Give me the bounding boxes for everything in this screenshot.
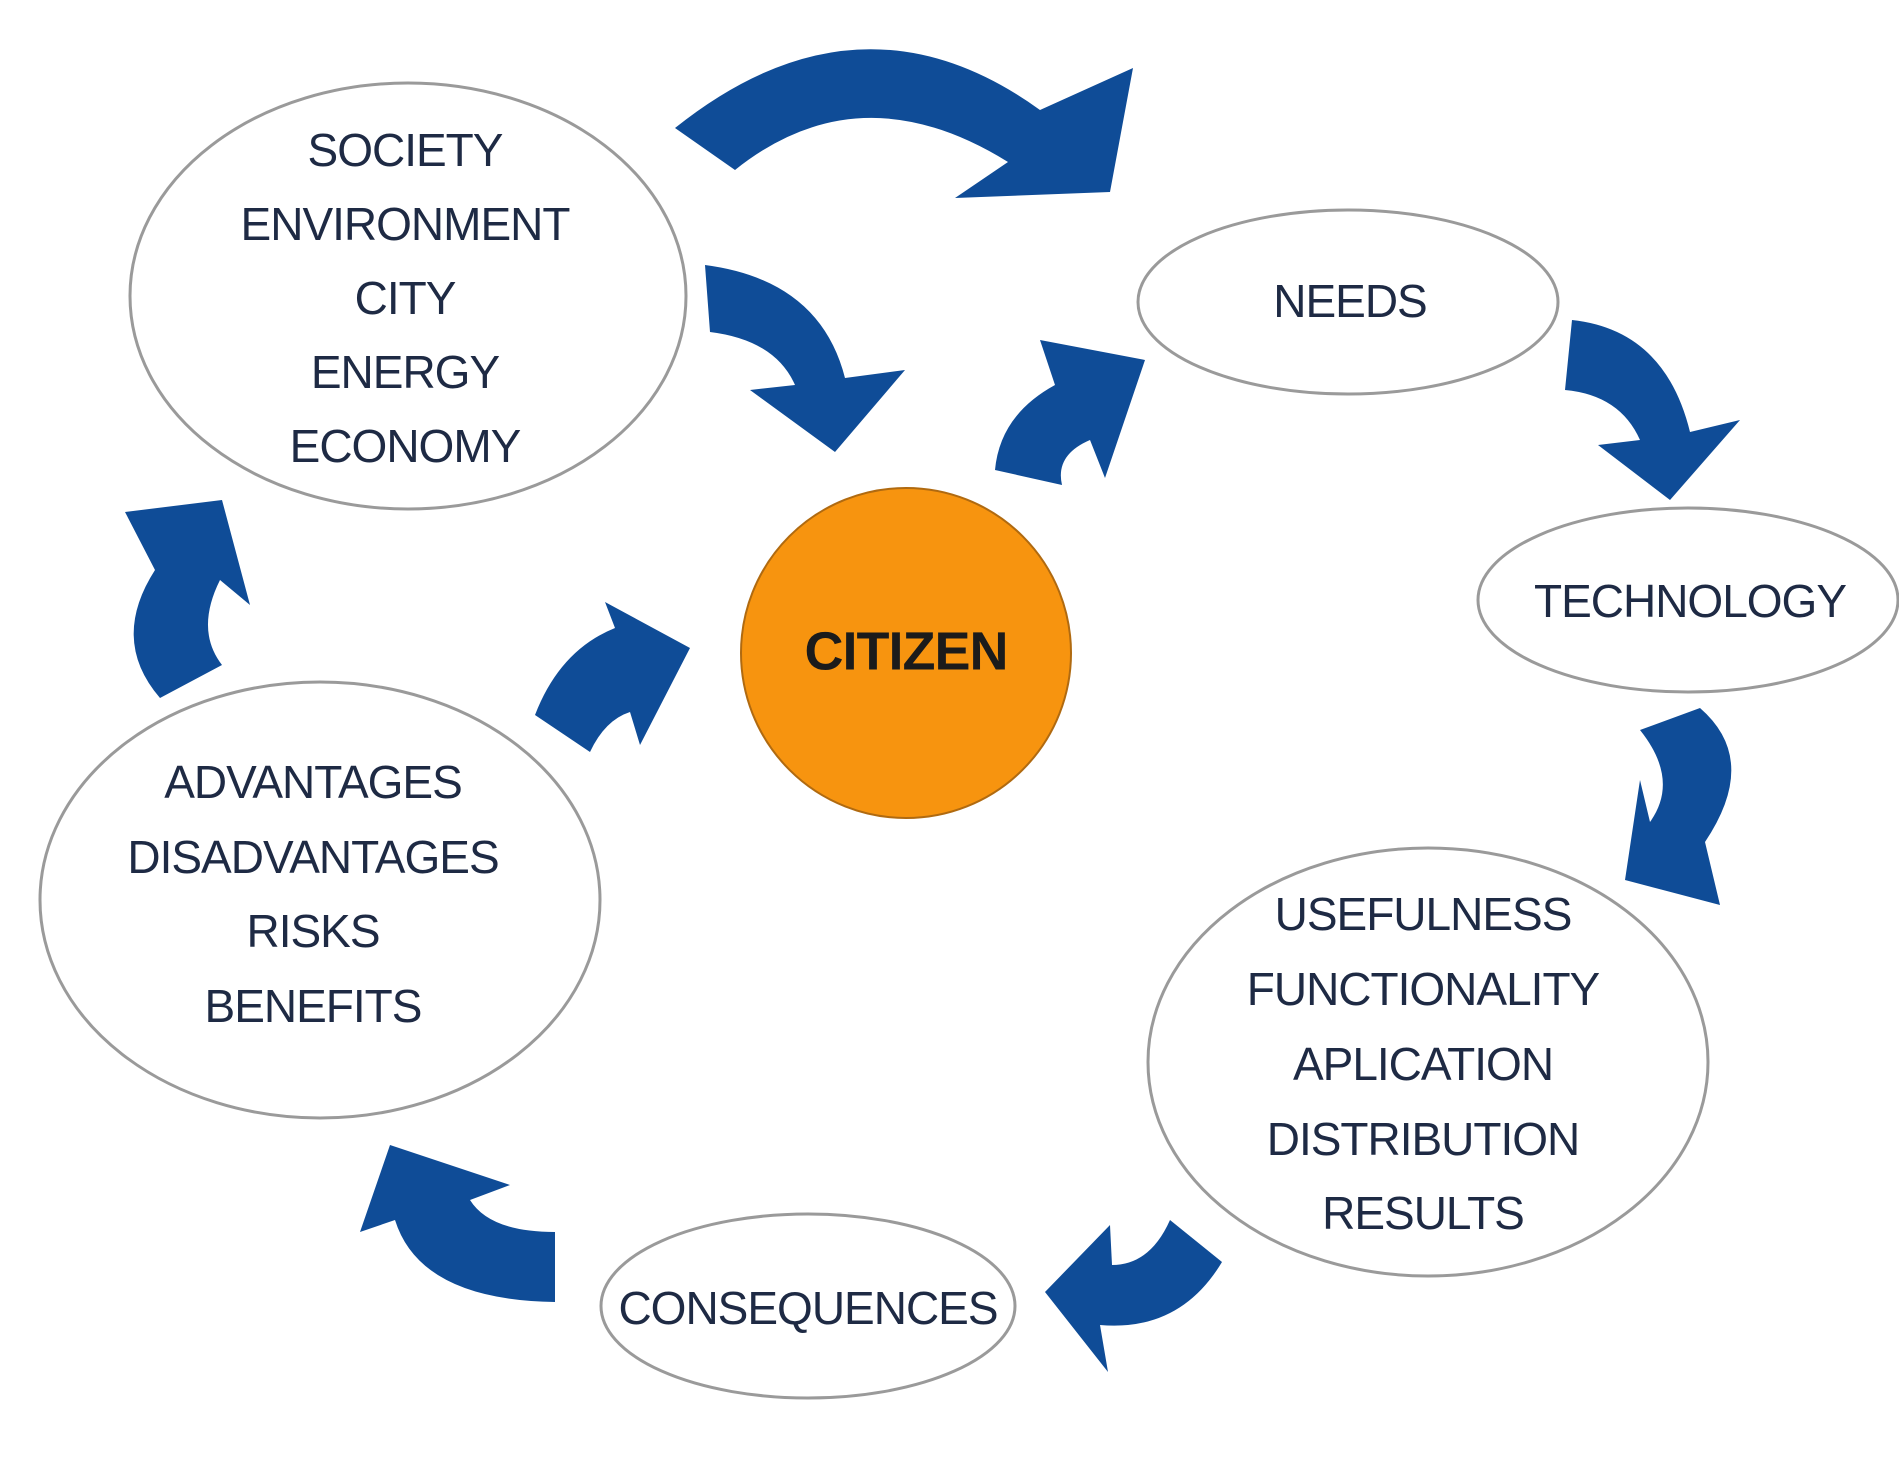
- usefulness-label-3: APLICATION: [1293, 1038, 1553, 1090]
- usefulness-node: [1146, 846, 1710, 1278]
- citizen-label: CITIZEN: [805, 621, 1008, 681]
- society-label-2: ENVIRONMENT: [241, 198, 571, 250]
- needs-node: [1136, 208, 1560, 396]
- society-label-4: ENERGY: [311, 346, 500, 398]
- usefulness-label-4: DISTRIBUTION: [1267, 1113, 1580, 1165]
- society-label-5: ECONOMY: [290, 420, 521, 472]
- advantages-node: [38, 680, 602, 1120]
- arrow-technology-to-usefulness: [1625, 708, 1732, 905]
- advantages-label-4: BENEFITS: [205, 980, 422, 1032]
- needs-label: NEEDS: [1273, 275, 1426, 327]
- technology-label: TECHNOLOGY: [1534, 575, 1846, 627]
- usefulness-label-1: USEFULNESS: [1275, 888, 1572, 940]
- arrow-advantages-to-citizen: [535, 602, 690, 752]
- consequences-node: [599, 1212, 1017, 1400]
- advantages-label-1: ADVANTAGES: [164, 756, 462, 808]
- consequences-label: CONSEQUENCES: [618, 1282, 997, 1334]
- advantages-label-2: DISADVANTAGES: [127, 831, 498, 883]
- society-node: [128, 81, 688, 511]
- arrow-society-to-citizen: [705, 265, 905, 452]
- arrow-consequences-to-advantages: [360, 1145, 555, 1302]
- arrow-citizen-to-needs: [995, 340, 1145, 485]
- citizen-circle: [740, 487, 1072, 819]
- arrow-needs-to-technology: [1565, 320, 1740, 500]
- society-label-3: CITY: [355, 272, 456, 324]
- advantages-label-3: RISKS: [246, 905, 379, 957]
- usefulness-label-5: RESULTS: [1322, 1187, 1524, 1239]
- arrow-society-to-needs: [675, 49, 1133, 198]
- usefulness-label-2: FUNCTIONALITY: [1247, 963, 1600, 1015]
- society-label-1: SOCIETY: [308, 124, 503, 176]
- technology-node: [1476, 506, 1899, 694]
- arrow-usefulness-to-consequences: [1045, 1220, 1222, 1372]
- arrow-advantages-to-society: [125, 500, 250, 698]
